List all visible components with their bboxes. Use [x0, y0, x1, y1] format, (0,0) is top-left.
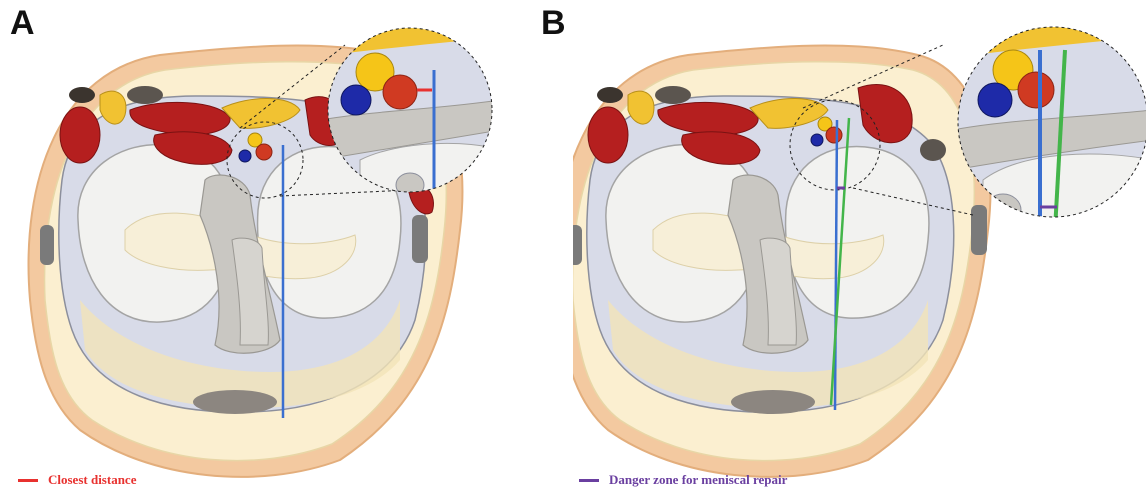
posterior-tendon [193, 390, 277, 414]
panel-b: B [573, 0, 1146, 496]
vein-small [239, 150, 251, 162]
medial-collateral [573, 225, 582, 265]
lateral-collateral [412, 215, 428, 263]
legend-b-text: Danger zone for meniscal repair [609, 472, 787, 488]
artery-small [826, 127, 842, 143]
knee-cross-section-b [573, 0, 1146, 496]
panel-a: A [0, 0, 573, 496]
muscle-1 [588, 107, 628, 163]
legend-a-text: Closest distance [48, 472, 136, 488]
legend-b: Danger zone for meniscal repair [579, 472, 787, 488]
gray-tendon-2 [127, 86, 163, 104]
posterior-tendon [731, 390, 815, 414]
gray-tendon-1 [69, 87, 95, 103]
gray-tendon-3 [920, 139, 946, 161]
muscle-1 [60, 107, 100, 163]
lateral-condyle [786, 147, 929, 319]
legend-a: Closest distance [18, 472, 136, 488]
gray-tendon-2 [655, 86, 691, 104]
lateral-collateral [971, 205, 987, 255]
legend-a-swatch [18, 479, 38, 482]
gray-tendon-1 [597, 87, 623, 103]
legend-b-swatch [579, 479, 599, 482]
knee-cross-section-a [0, 0, 573, 496]
panel-b-label: B [541, 6, 566, 40]
medial-collateral [40, 225, 54, 265]
artery-small [256, 144, 272, 160]
vein-small [811, 134, 823, 146]
